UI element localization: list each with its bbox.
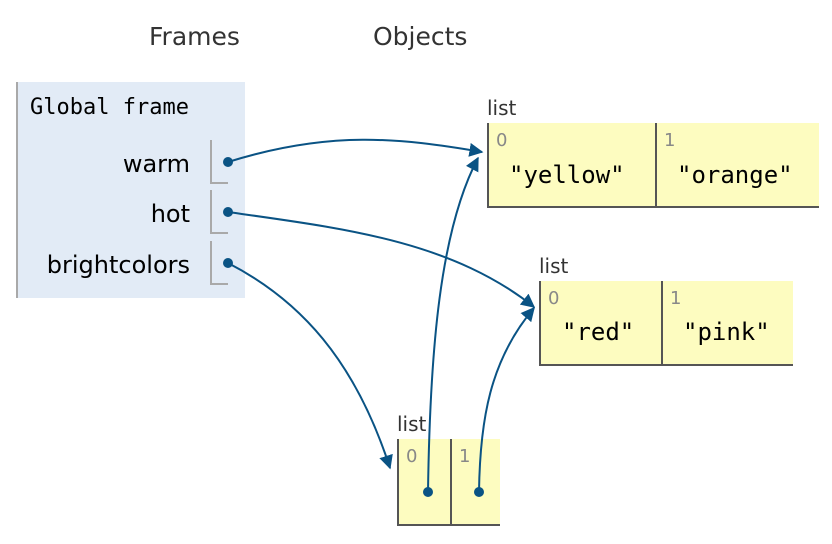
list-label-warm: list [487, 96, 517, 120]
global-frame [16, 82, 245, 298]
pointer-dot-warm [223, 157, 233, 167]
list-cell-hot-1 [661, 281, 793, 366]
list-cell-hot-0 [539, 281, 661, 366]
list-label-hot: list [539, 254, 569, 278]
list-index-warm-0: 0 [496, 130, 508, 151]
arrow-bright-1 [478, 306, 535, 493]
slot-warm [210, 140, 228, 184]
variable-brightcolors: brightcolors [46, 251, 190, 279]
variable-hot: hot [150, 200, 190, 228]
list-index-hot-1: 1 [670, 288, 682, 309]
arrow-brightcolors [227, 262, 393, 470]
list-value-hot-1: "pink" [683, 318, 770, 346]
list-cell-bright-1 [450, 439, 500, 526]
pointer-dot-brightcolors [223, 258, 233, 268]
list-value-warm-1: "orange" [677, 161, 793, 189]
pointer-dot-bright-0 [423, 487, 433, 497]
list-index-bright-0: 0 [406, 446, 418, 467]
slot-brightcolors [210, 241, 228, 285]
frames-heading: Frames [149, 22, 240, 51]
list-cell-bright-0 [397, 439, 450, 526]
arrow-bright-0 [427, 156, 479, 493]
list-cell-warm-1 [655, 123, 819, 208]
pointer-dot-hot [223, 207, 233, 217]
pointer-dot-bright-1 [474, 487, 484, 497]
list-cell-warm-0 [487, 123, 655, 208]
list-value-hot-0: "red" [562, 318, 635, 346]
list-index-warm-1: 1 [664, 130, 676, 151]
arrow-warm [227, 138, 484, 163]
objects-heading: Objects [373, 22, 468, 51]
arrow-hot [227, 211, 536, 308]
variable-warm: warm [122, 150, 190, 178]
frame-title: Global frame [30, 95, 189, 120]
list-index-bright-1: 1 [459, 446, 471, 467]
slot-hot [210, 190, 228, 234]
list-value-warm-0: "yellow" [509, 161, 625, 189]
list-label-brightcolors: list [397, 412, 427, 436]
list-index-hot-0: 0 [548, 288, 560, 309]
